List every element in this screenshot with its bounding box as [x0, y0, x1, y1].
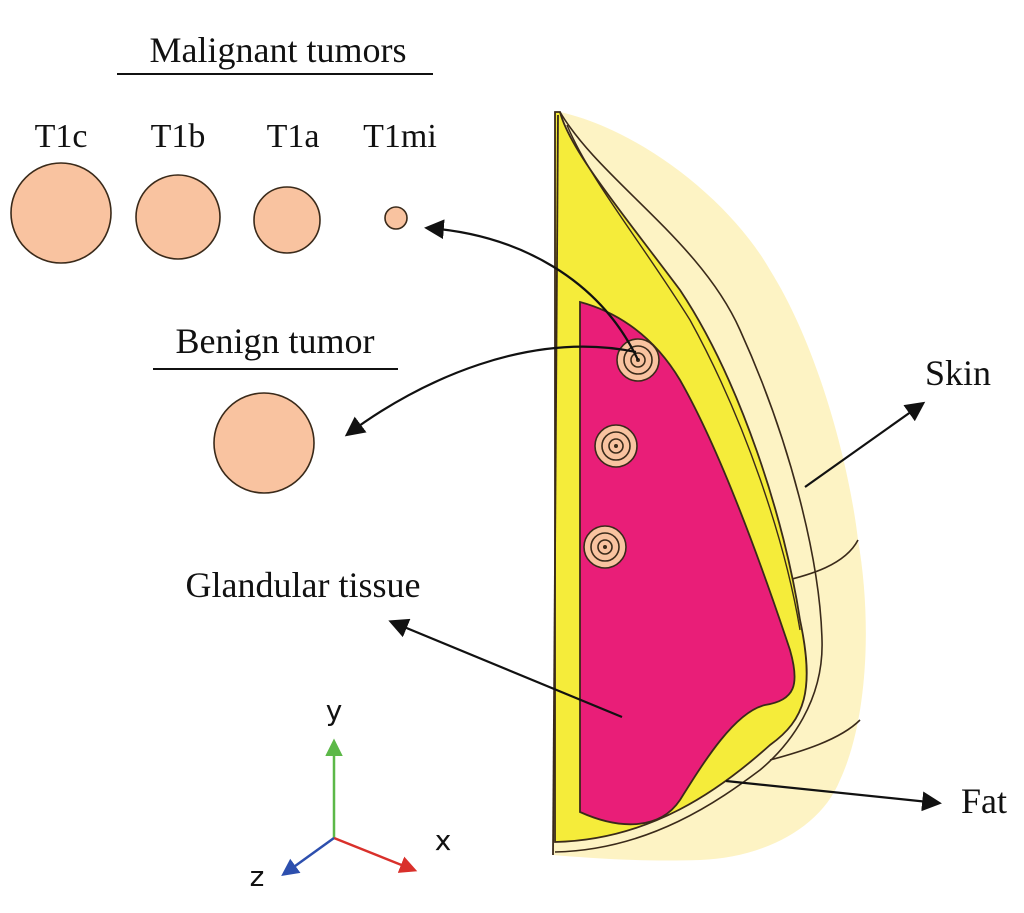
label-skin: Skin — [925, 353, 991, 393]
size-label-t1b: T1b — [151, 118, 206, 155]
size-label-t1a: T1a — [267, 118, 320, 155]
arrow-to-fat — [725, 779, 942, 812]
axis-label-z: z — [250, 860, 265, 893]
axis-label-x: x — [435, 824, 452, 857]
breast-model — [552, 111, 866, 861]
benign-title: Benign tumor — [176, 321, 375, 361]
label-glandular: Glandular tissue — [186, 565, 421, 605]
tumor-t1mi — [384, 206, 408, 230]
embedded-tumor-2 — [594, 424, 638, 468]
coordinate-axes: y x z — [250, 694, 452, 893]
skin-contour — [554, 111, 823, 853]
arrow-to-benign — [344, 345, 637, 437]
embedded-tumor-3 — [583, 525, 627, 569]
size-label-t1mi: T1mi — [363, 118, 437, 155]
skin-band-line-lower — [769, 719, 861, 761]
glandular-region — [579, 300, 796, 826]
tumor-t1a — [253, 186, 321, 254]
arrow-to-glandular — [388, 618, 623, 719]
label-fat: Fat — [961, 781, 1007, 821]
tumor-t1b — [135, 174, 221, 260]
axis-z — [281, 836, 335, 877]
arrow-to-skin — [804, 401, 926, 488]
tumor-benign — [213, 392, 315, 494]
arrow-to-malignant — [424, 219, 639, 361]
malignant-title: Malignant tumors — [150, 30, 407, 70]
fat-contour — [566, 124, 801, 631]
axis-x — [333, 836, 418, 873]
axis-label-y: y — [326, 694, 343, 727]
chest-wall — [552, 114, 559, 856]
tumor-t1c — [10, 162, 112, 264]
size-label-t1c: T1c — [35, 118, 88, 155]
